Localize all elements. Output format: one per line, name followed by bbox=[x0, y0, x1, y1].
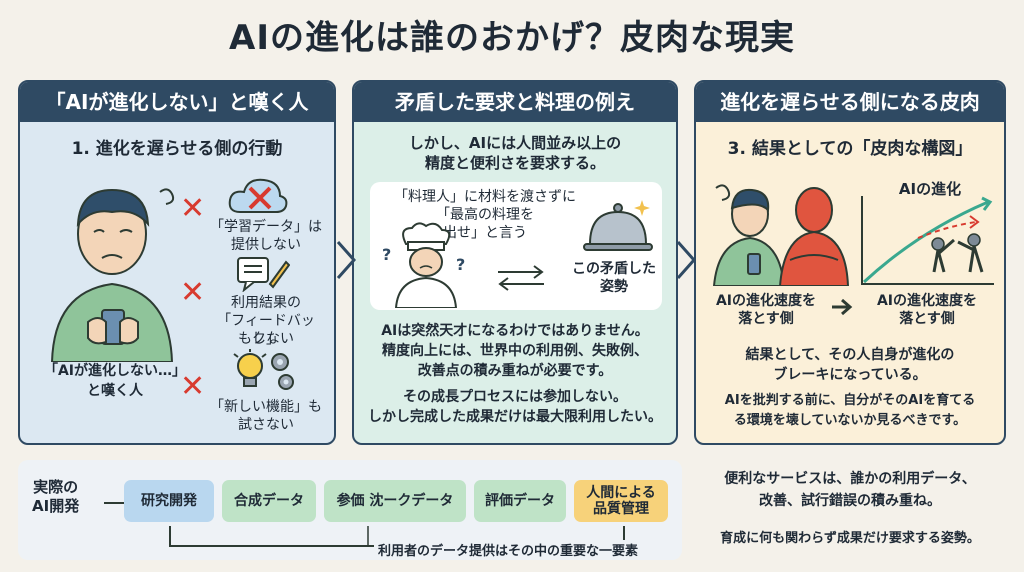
chart-label: AIの進化 bbox=[898, 180, 962, 198]
ai-progress-chart-icon bbox=[861, 196, 994, 285]
speech-line-3: 出せ」と言う bbox=[443, 225, 527, 241]
flow-label: 実際の AI開発 bbox=[32, 478, 80, 515]
two-people-icon bbox=[712, 184, 850, 286]
next-arrow-icon bbox=[676, 241, 697, 279]
next-arrow-icon bbox=[336, 241, 357, 279]
flow-step-reference-data: 参価 沈ークデータ bbox=[324, 480, 466, 522]
contradiction-line-1: この矛盾した bbox=[572, 261, 656, 277]
p3-body-line-2: ブレーキになっている。 bbox=[773, 367, 927, 383]
conclusion-line-3: 育成に何も関わらず成果だけ要求する姿勢。 bbox=[720, 531, 980, 546]
cloud-data-icon bbox=[228, 178, 288, 213]
panel-1-header: 「AIが進化しない」と嘆く人 bbox=[20, 82, 334, 122]
p3-body-line-1: 結果として、その人自身が進化の bbox=[745, 347, 955, 363]
svg-text:?: ? bbox=[456, 255, 465, 274]
panel-contradiction: 矛盾した要求と料理の例え しかし、AIには人間並み以上の 精度と便利さを要求する… bbox=[352, 80, 678, 445]
item-1-line-1: 「学習データ」は bbox=[210, 219, 322, 235]
item-2-line-1: 利用結果の bbox=[231, 295, 301, 311]
conclusion: 便利なサービスは、誰かの利用データ、 改善、試行錯誤の積み重ね。 育成に何も関わ… bbox=[694, 460, 1006, 560]
contradiction-line-2: 姿勢 bbox=[600, 279, 628, 295]
x-mark-icon: ✕ bbox=[180, 275, 206, 310]
speech-line-2: 「最高の料理を bbox=[436, 207, 534, 223]
body-line-1: AIは突然天才になるわけではありません。 bbox=[381, 323, 649, 339]
arrow-right-icon bbox=[832, 298, 853, 316]
body-line-4: その成長プロセスには参加しない。 bbox=[403, 389, 627, 405]
item-2-line-3: もしない bbox=[238, 331, 294, 347]
panel-1-subheading: 1. 進化を遅らせる側の行動 bbox=[71, 139, 283, 159]
swap-arrows-icon bbox=[498, 265, 544, 291]
frustrated-person-icon bbox=[50, 188, 175, 362]
conclusion-line-2: 改善、試行錯誤の積み重ね。 bbox=[759, 493, 941, 509]
right-caption-1: AIの進化速度を bbox=[876, 293, 978, 309]
x-mark-icon: ✕ bbox=[180, 191, 206, 226]
item-2-line-2: 「フィードバック」 bbox=[217, 313, 315, 347]
ai-development-flow: 実際の AI開発 研究開発 合成データ 参価 沈ークデータ 評価データ 人間によ… bbox=[18, 460, 682, 560]
feedback-note-icon bbox=[237, 257, 290, 292]
item-3-line-2: 試さない bbox=[238, 417, 294, 433]
flow-step-research: 研究開発 bbox=[124, 480, 214, 522]
person-caption-1: 「AIが進化しない…」 bbox=[43, 363, 187, 379]
flow-step-quality-control: 人間による 品質管理 bbox=[574, 480, 668, 522]
flow-connector bbox=[104, 502, 124, 504]
person-caption-2: と嘆く人 bbox=[87, 383, 143, 399]
body-line-2: 精度向上には、世界中の利用例、失敗例、 bbox=[382, 343, 648, 359]
p3-body-line-3: AIを批判する前に、自分がそのAIを育てる bbox=[724, 393, 976, 408]
panel-irony: 進化を遅らせる側になる皮肉 3. 結果としての「皮肉な構図」 AIの進化 AIの… bbox=[694, 80, 1006, 445]
intro-line-1: しかし、AIには人間並み以上の bbox=[408, 134, 622, 152]
page-title: AIの進化は誰のおかげ？皮肉な現実 bbox=[229, 18, 795, 58]
body-line-3: 改善点の積み重ねが必要です。 bbox=[417, 363, 613, 379]
p3-body-line-4: る環境を壊していないか見るべきです。 bbox=[733, 413, 967, 428]
right-caption-2: 落とす側 bbox=[899, 311, 955, 327]
panel-3-header: 進化を遅らせる側になる皮肉 bbox=[696, 82, 1004, 122]
chef-example-card: 「料理人」に材料を渡さずに 「最高の料理を 出せ」と言う ? ? この矛盾した … bbox=[370, 182, 662, 310]
left-caption-2: 落とす側 bbox=[738, 311, 794, 327]
x-mark-icon: ✕ bbox=[180, 369, 206, 404]
chef-icon: ? ? bbox=[382, 222, 465, 308]
panel-complaining-person: 「AIが進化しない」と嘆く人 1. 進化を遅らせる側の行動 「AIが進化しない…… bbox=[18, 80, 336, 445]
speech-line-1: 「料理人」に材料を渡さずに bbox=[394, 189, 576, 205]
item-1-line-2: 提供しない bbox=[231, 237, 301, 253]
bracket-caption: 利用者のデータ提供はその中の重要な一要素 bbox=[374, 540, 643, 559]
body-line-5: しかし完成した成果だけは最大限利用したい。 bbox=[368, 409, 662, 425]
flow-step-synthetic-data: 合成データ bbox=[222, 480, 316, 522]
lightbulb-gear-icon bbox=[233, 349, 294, 390]
intro-line-2: 精度と便利さを要求する。 bbox=[424, 154, 605, 172]
cloche-dish-icon bbox=[583, 200, 653, 251]
left-caption-1: AIの進化速度を bbox=[715, 293, 817, 309]
svg-text:?: ? bbox=[382, 245, 391, 264]
item-3-line-1: 「新しい機能」も bbox=[210, 399, 322, 415]
flow-step-evaluation-data: 評価データ bbox=[474, 480, 566, 522]
panel-2-header: 矛盾した要求と料理の例え bbox=[354, 82, 676, 122]
panel-3-subheading: 3. 結果としての「皮肉な構図」 bbox=[727, 139, 973, 159]
conclusion-line-1: 便利なサービスは、誰かの利用データ、 bbox=[724, 471, 976, 487]
